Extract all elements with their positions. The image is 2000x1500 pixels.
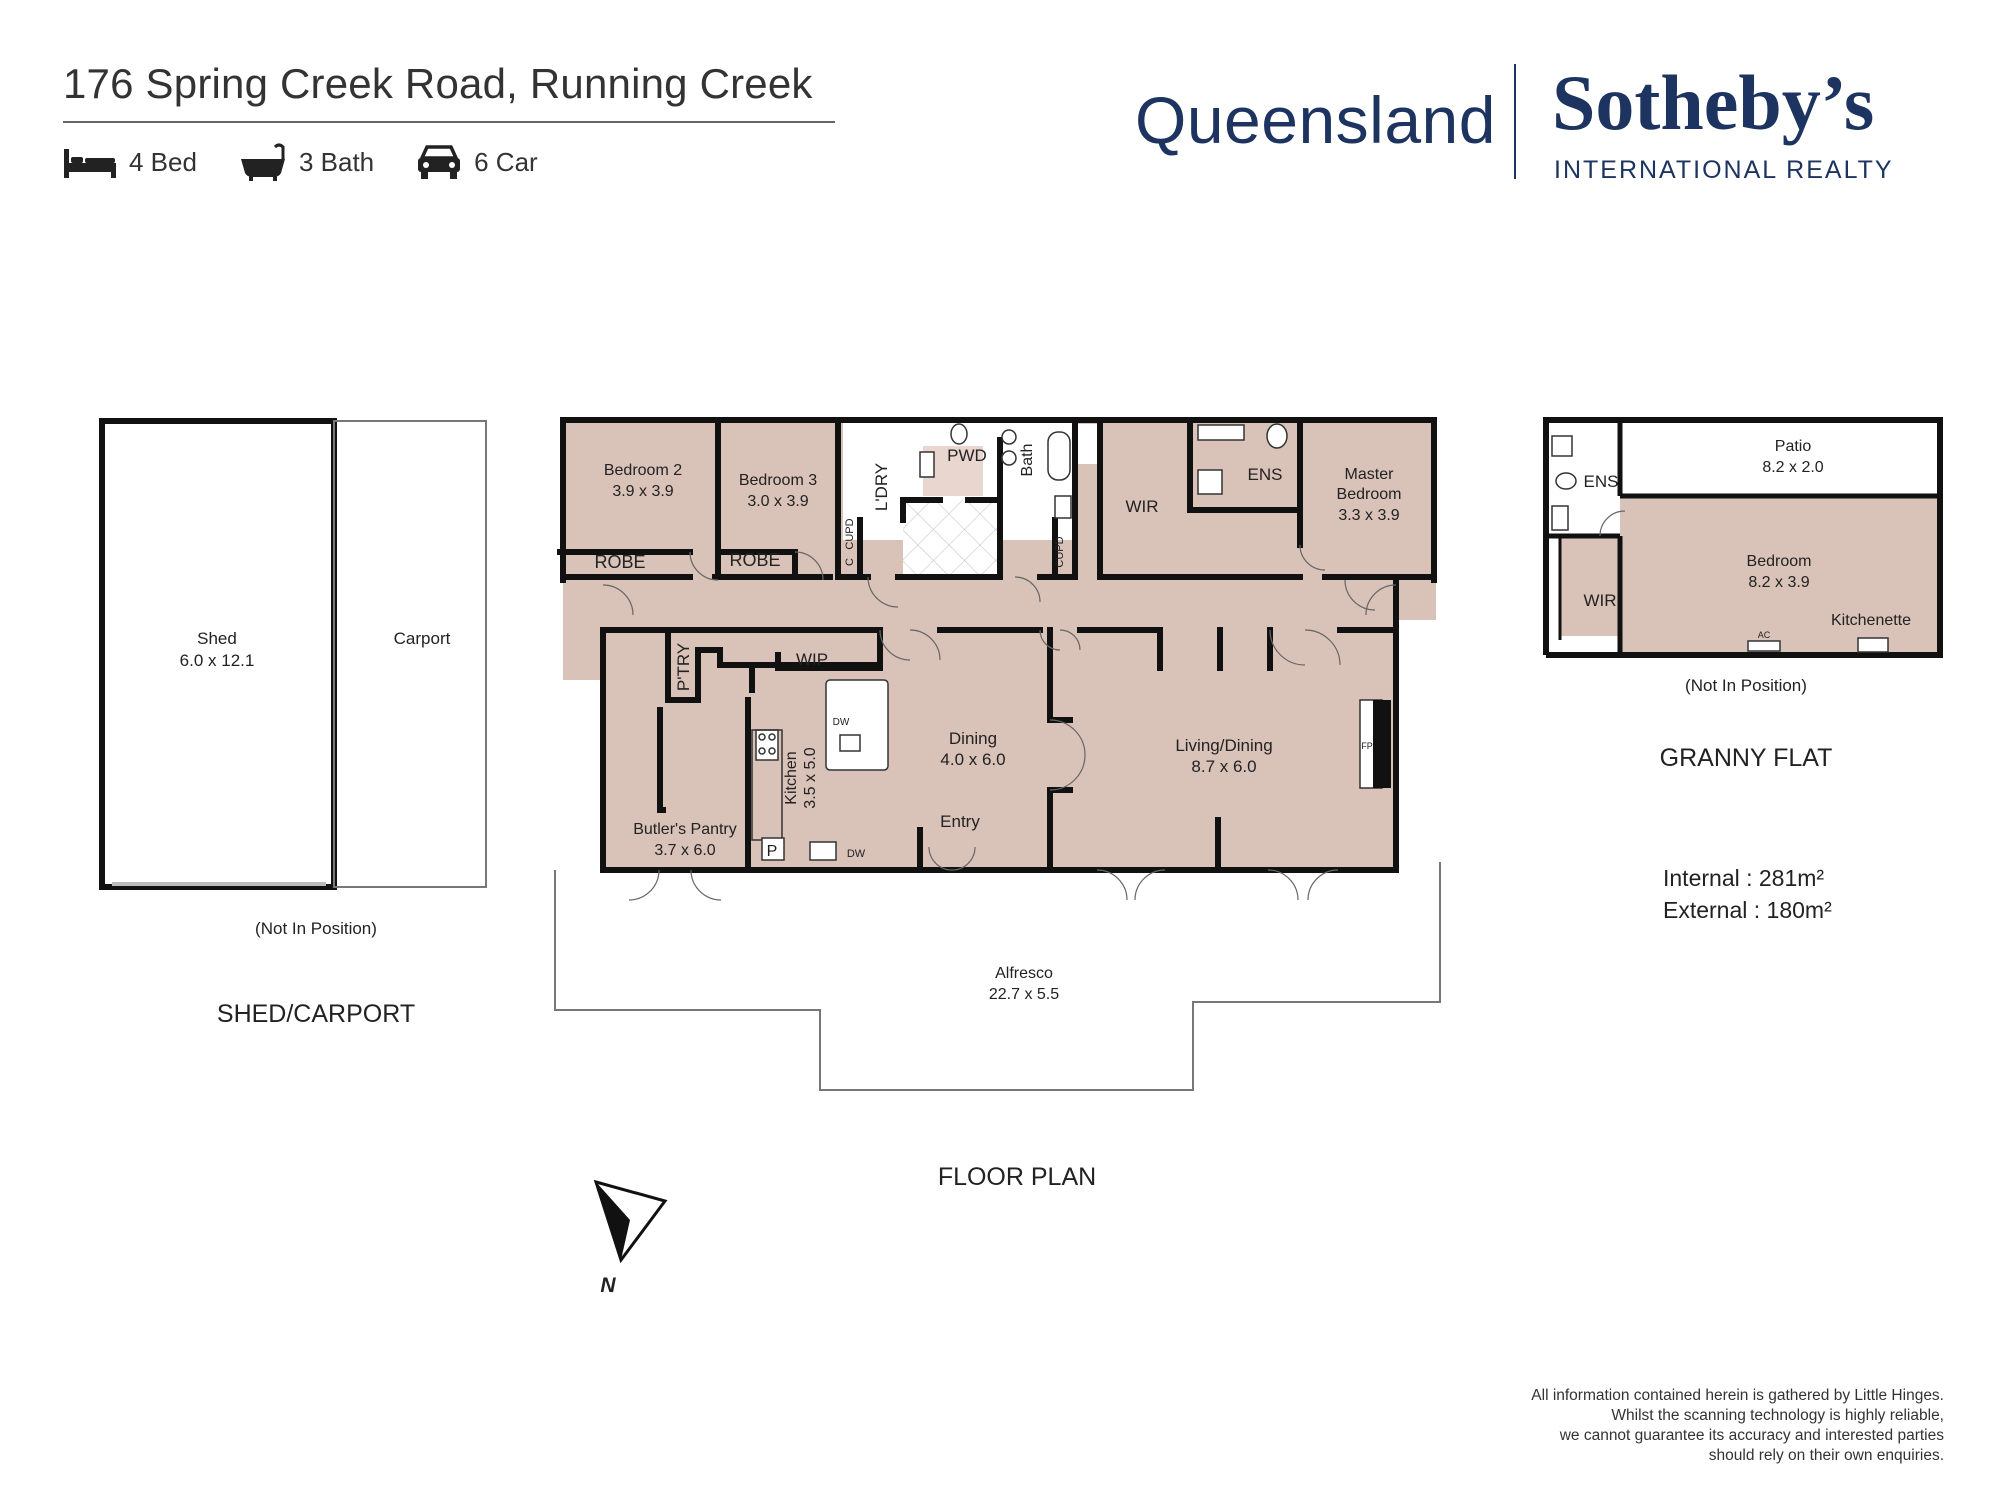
bedroom3-label: Bedroom 3 [739,472,817,489]
disclaimer-line: All information contained herein is gath… [1531,1387,1944,1404]
patio-label: Patio [1775,438,1812,455]
brand-region: Queensland [1135,83,1496,157]
shower-icon [1054,495,1072,519]
ac-label: AC [1758,630,1771,640]
bath-count: 3 Bath [298,146,375,177]
granny-note: (Not In Position) [1685,676,1807,695]
kitchen-sink-icon [809,841,837,861]
north-arrow-icon [593,1179,668,1264]
butlers-pantry-label: Butler's Pantry [633,821,737,838]
brand-divider [1514,64,1516,179]
house-walls [557,417,1437,873]
master-dims: 3.3 x 3.9 [1338,507,1399,524]
fixtures [751,423,1391,861]
patio-dims: 8.2 x 2.0 [1762,459,1823,476]
dishwasher-label-1: DW [833,717,850,728]
shed-carport-structure [99,418,487,890]
shed-label: Shed [197,629,237,648]
car-stat: 6 Car [416,144,538,180]
granny-ensuite-label: ENS [1584,472,1619,491]
granny-flat-structure [1543,417,1943,658]
bedroom2-dims: 3.9 x 3.9 [612,483,673,500]
door-swings [602,544,1397,901]
north-label: N [600,1274,616,1297]
bed-icon [64,149,116,178]
butlers-pantry-dims: 3.7 x 6.0 [654,842,715,859]
alfresco-outline [554,862,1441,1091]
dishwasher-label-2: DW [847,848,866,860]
disclaimer: All information contained herein is gath… [1344,1386,1944,1466]
powder-room-label: PWD [947,446,987,465]
bed-count: 4 Bed [129,146,197,177]
granny-wir-label: WIR [1583,591,1616,610]
wir-label: WIR [1125,497,1158,516]
living-dims: 8.7 x 6.0 [1191,757,1256,776]
property-address: 176 Spring Creek Road, Running Creek [63,60,813,107]
robe-label-1: ROBE [594,552,645,572]
floor-plan-title: FLOOR PLAN [938,1163,1096,1191]
bed-stat: 4 Bed [63,145,197,179]
alfresco-label: Alfresco [995,965,1053,982]
living-label: Living/Dining [1175,736,1272,755]
disclaimer-line: should rely on their own enquiries. [1708,1447,1944,1464]
laundry-sink-icon [919,451,935,478]
bedroom3-dims: 3.0 x 3.9 [747,493,808,510]
sink-icon [839,734,861,752]
shed-dims: 6.0 x 12.1 [180,651,255,670]
granny-section-title: GRANNY FLAT [1660,744,1833,772]
pantry-p-label: P [767,843,778,860]
bath-stat: 3 Bath [239,143,374,181]
car-count: 6 Car [474,146,538,177]
shed-note: (Not In Position) [255,919,377,938]
ensuite-toilet-icon [1266,423,1288,449]
toilet-icon [950,423,968,445]
dining-dims: 4.0 x 6.0 [940,750,1005,769]
cupboard-label-1: CUPD [844,518,856,549]
laundry-label: L'DRY [872,463,891,511]
cupboard-c-label: C [844,558,856,566]
shed-section-title: SHED/CARPORT [217,1000,415,1028]
external-area: External : 180m² [1663,897,1832,923]
bathtub-icon [240,143,285,181]
fireplace-label: FP [1361,741,1373,751]
bedroom2-label: Bedroom 2 [604,462,682,479]
kitchen-dims: 3.5 x 5.0 [802,747,819,808]
disclaimer-line: we cannot guarantee its accuracy and int… [1559,1427,1944,1444]
bath-label: Bath [1019,444,1036,477]
pantry-p-box [761,837,785,861]
cupboard-label-2: CUPD [1054,536,1066,567]
disclaimer-line: Whilst the scanning technology is highly… [1611,1407,1944,1424]
granny-bedroom-label: Bedroom [1747,553,1812,570]
brand-tagline: INTERNATIONAL REALTY [1554,156,1894,184]
carport-label: Carport [394,629,451,648]
kitchen-label: Kitchen [783,751,800,804]
master-label-1: Master [1345,466,1395,483]
kitchenette-label: Kitchenette [1831,612,1911,629]
master-label-2: Bedroom [1337,486,1402,503]
granny-bedroom-dims: 8.2 x 3.9 [1748,574,1809,591]
property-stats: 4 Bed 3 Bath 6 Car [63,142,580,182]
carport-outline [333,420,487,888]
ensuite-label: ENS [1248,465,1283,484]
alfresco-dims: 22.7 x 5.5 [989,986,1059,1003]
wip-label: WIP [796,650,828,669]
pantry-label: P'TRY [674,643,693,691]
brand-logo: Sotheby’s [1552,59,1875,146]
title-underline [63,121,835,123]
internal-area: Internal : 281m² [1663,865,1824,891]
car-icon [418,145,461,179]
bathtub-fixture [1047,431,1071,481]
entry-label: Entry [940,812,980,831]
robe-label-2: ROBE [729,550,780,570]
dining-label: Dining [949,729,997,748]
